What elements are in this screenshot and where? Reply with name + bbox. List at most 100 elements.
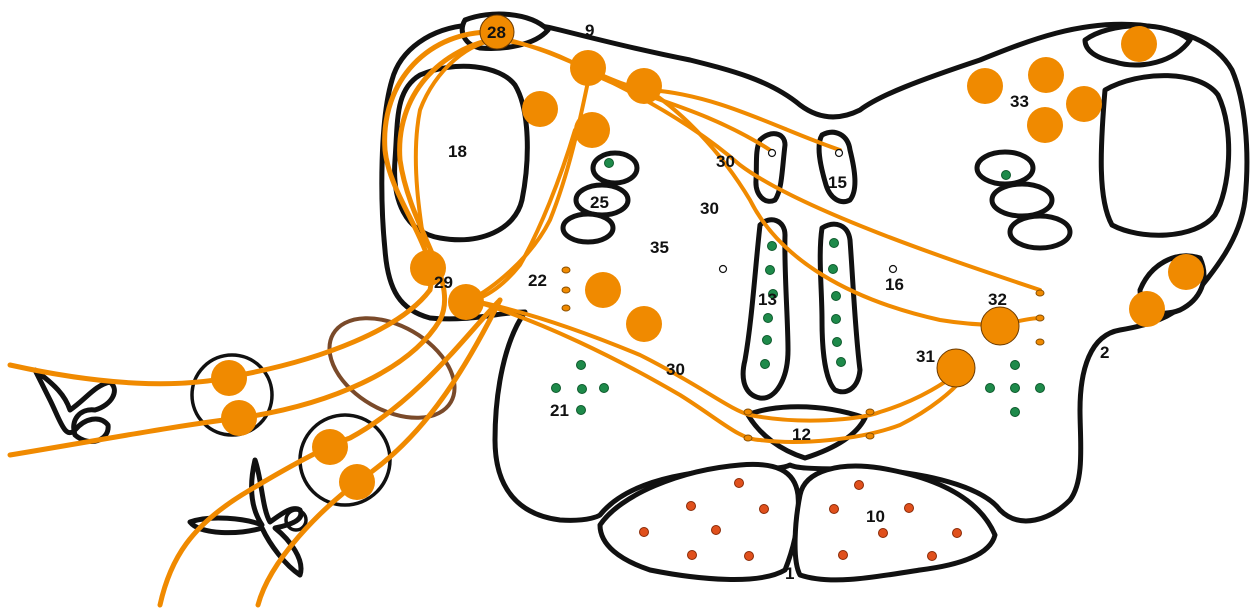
label-18: 18 — [448, 142, 467, 161]
nucleus-22-right-b — [626, 306, 662, 342]
nucleus-22-right-a — [585, 272, 621, 308]
nucleus-left-mid — [574, 112, 610, 148]
structure-25-bottom — [563, 214, 613, 242]
green-dot — [986, 384, 995, 393]
red-dot — [953, 529, 962, 538]
fiber-4 — [258, 300, 500, 605]
structure-25-top — [593, 153, 637, 183]
red-dot — [640, 528, 649, 537]
green-dot — [1011, 361, 1020, 370]
small-dot — [562, 267, 570, 273]
label-25: 25 — [590, 193, 609, 212]
label-33: 33 — [1010, 92, 1029, 111]
red-dot — [735, 479, 744, 488]
nucleus-32 — [981, 307, 1019, 345]
green-dot — [1011, 408, 1020, 417]
small-dot — [562, 305, 570, 311]
green-dot — [1036, 384, 1045, 393]
red-dot — [928, 552, 937, 561]
red-dot — [712, 526, 721, 535]
green-dot — [578, 385, 587, 394]
green-dot — [768, 242, 777, 251]
label-13: 13 — [758, 290, 777, 309]
small-dot — [744, 435, 752, 441]
nucleus-29 — [448, 284, 484, 320]
small-dot — [1036, 339, 1044, 345]
nucleus-33a — [967, 68, 1003, 104]
label-30-mid: 30 — [700, 199, 719, 218]
label-16: 16 — [885, 275, 904, 294]
marker-white — [836, 150, 843, 157]
small-dot — [1036, 290, 1044, 296]
small-dot — [866, 433, 874, 439]
nucleus-left-upper — [522, 91, 558, 127]
green-dot — [577, 361, 586, 370]
marker-white — [720, 266, 727, 273]
small-dot — [1036, 315, 1044, 321]
label-15: 15 — [828, 173, 847, 192]
nucleus-33c — [1066, 86, 1102, 122]
nucleus-right-cap — [1121, 26, 1157, 62]
red-dot — [687, 502, 696, 511]
label-32: 32 — [988, 290, 1007, 309]
label-30-top: 30 — [716, 152, 735, 171]
small-dot — [744, 409, 752, 415]
green-dot — [552, 384, 561, 393]
green-dot — [837, 358, 846, 367]
label-35: 35 — [650, 238, 669, 257]
nucleus-9a — [570, 50, 606, 86]
nucleus-31 — [937, 349, 975, 387]
red-dot — [839, 551, 848, 560]
red-dot — [879, 529, 888, 538]
right-small-structure-2 — [992, 184, 1052, 216]
nucleus-right-bump-b — [1129, 291, 1165, 327]
red-dot — [905, 504, 914, 513]
green-dot — [577, 406, 586, 415]
label-21: 21 — [550, 401, 569, 420]
red-dot — [760, 505, 769, 514]
structure-right-cavity — [1101, 76, 1228, 236]
green-dot — [766, 266, 775, 275]
green-dot — [829, 265, 838, 274]
label-9: 9 — [585, 21, 594, 40]
nucleus-right-bump-a — [1168, 254, 1204, 290]
red-dot — [688, 551, 697, 560]
red-dot — [855, 481, 864, 490]
green-dot — [830, 239, 839, 248]
green-dot — [763, 336, 772, 345]
small-dot — [866, 409, 874, 415]
ganglion-nucleus-2 — [221, 400, 257, 436]
label-29: 29 — [434, 273, 453, 292]
marker-white — [769, 150, 776, 157]
green-dot — [761, 360, 770, 369]
nucleus-33d — [1027, 107, 1063, 143]
label-1: 1 — [785, 564, 794, 583]
label-10: 10 — [866, 507, 885, 526]
right-small-structure-3 — [1010, 216, 1070, 248]
green-dot — [832, 315, 841, 324]
red-dot — [830, 505, 839, 514]
nucleus-33b — [1028, 57, 1064, 93]
small-dot — [562, 287, 570, 293]
nucleus-9b — [626, 68, 662, 104]
green-dot — [832, 292, 841, 301]
ganglion-nucleus-1 — [211, 360, 247, 396]
green-dot — [833, 338, 842, 347]
label-31: 31 — [916, 347, 935, 366]
label-30-bottom: 30 — [666, 360, 685, 379]
label-12: 12 — [792, 425, 811, 444]
marker-white — [890, 266, 897, 273]
green-dot — [764, 314, 773, 323]
ganglion-nucleus-3 — [312, 429, 348, 465]
green-dot — [1002, 171, 1011, 180]
ganglion-nucleus-4 — [339, 464, 375, 500]
green-dot — [605, 159, 614, 168]
green-dot — [600, 384, 609, 393]
red-dot — [745, 552, 754, 561]
label-22: 22 — [528, 271, 547, 290]
label-2: 2 — [1100, 343, 1109, 362]
green-dot — [1011, 384, 1020, 393]
label-28: 28 — [487, 23, 506, 42]
